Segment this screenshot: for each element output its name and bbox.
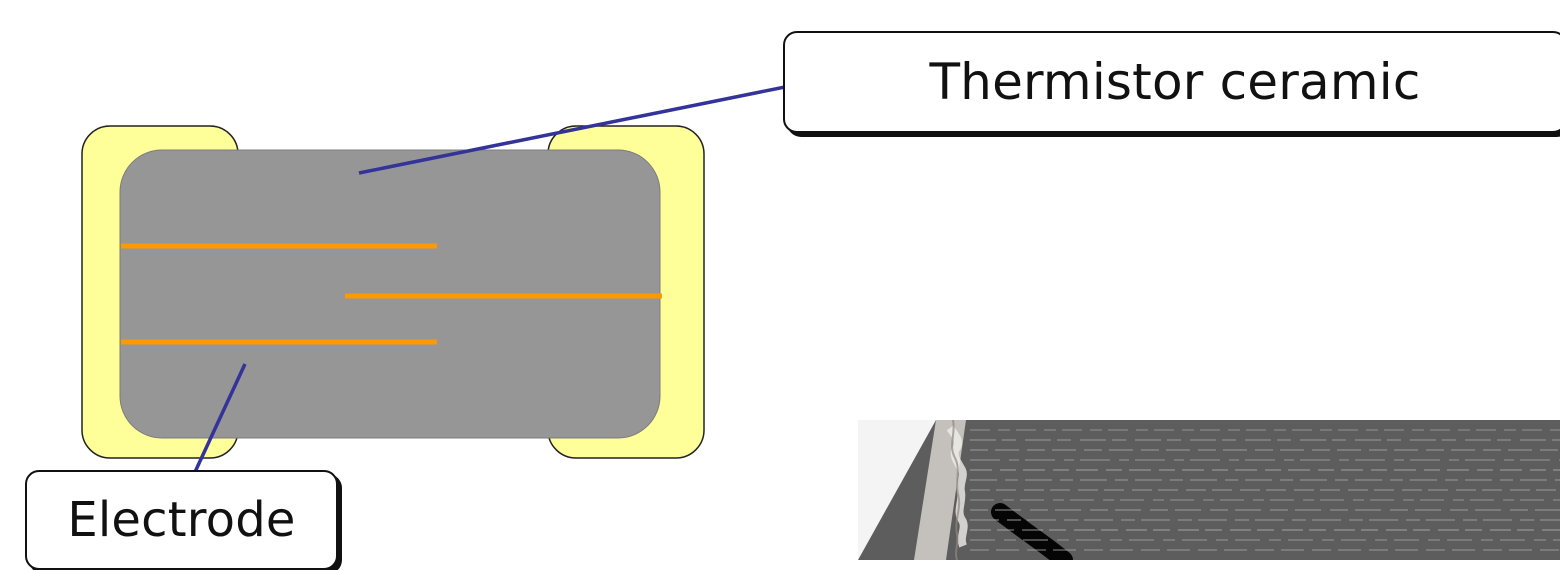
thermistor-ceramic-label: Thermistor ceramic — [929, 53, 1421, 111]
micrograph-dark-curve — [991, 503, 1073, 560]
micrograph-image — [858, 420, 1560, 560]
micrograph-termination-edge — [946, 425, 968, 548]
micrograph-layer-lines — [970, 429, 1560, 551]
micrograph-inset — [858, 420, 1560, 560]
thermistor-component — [81, 125, 705, 459]
micrograph-edge-texture — [951, 420, 961, 560]
electrode-leader-line — [193, 363, 247, 473]
thermistor-leader-line — [358, 84, 791, 175]
electrode-callout: Electrode — [25, 470, 338, 570]
micrograph-white-corner — [858, 420, 936, 560]
electrode-label: Electrode — [67, 492, 296, 548]
thermistor-ceramic-callout: Thermistor ceramic — [783, 31, 1560, 133]
